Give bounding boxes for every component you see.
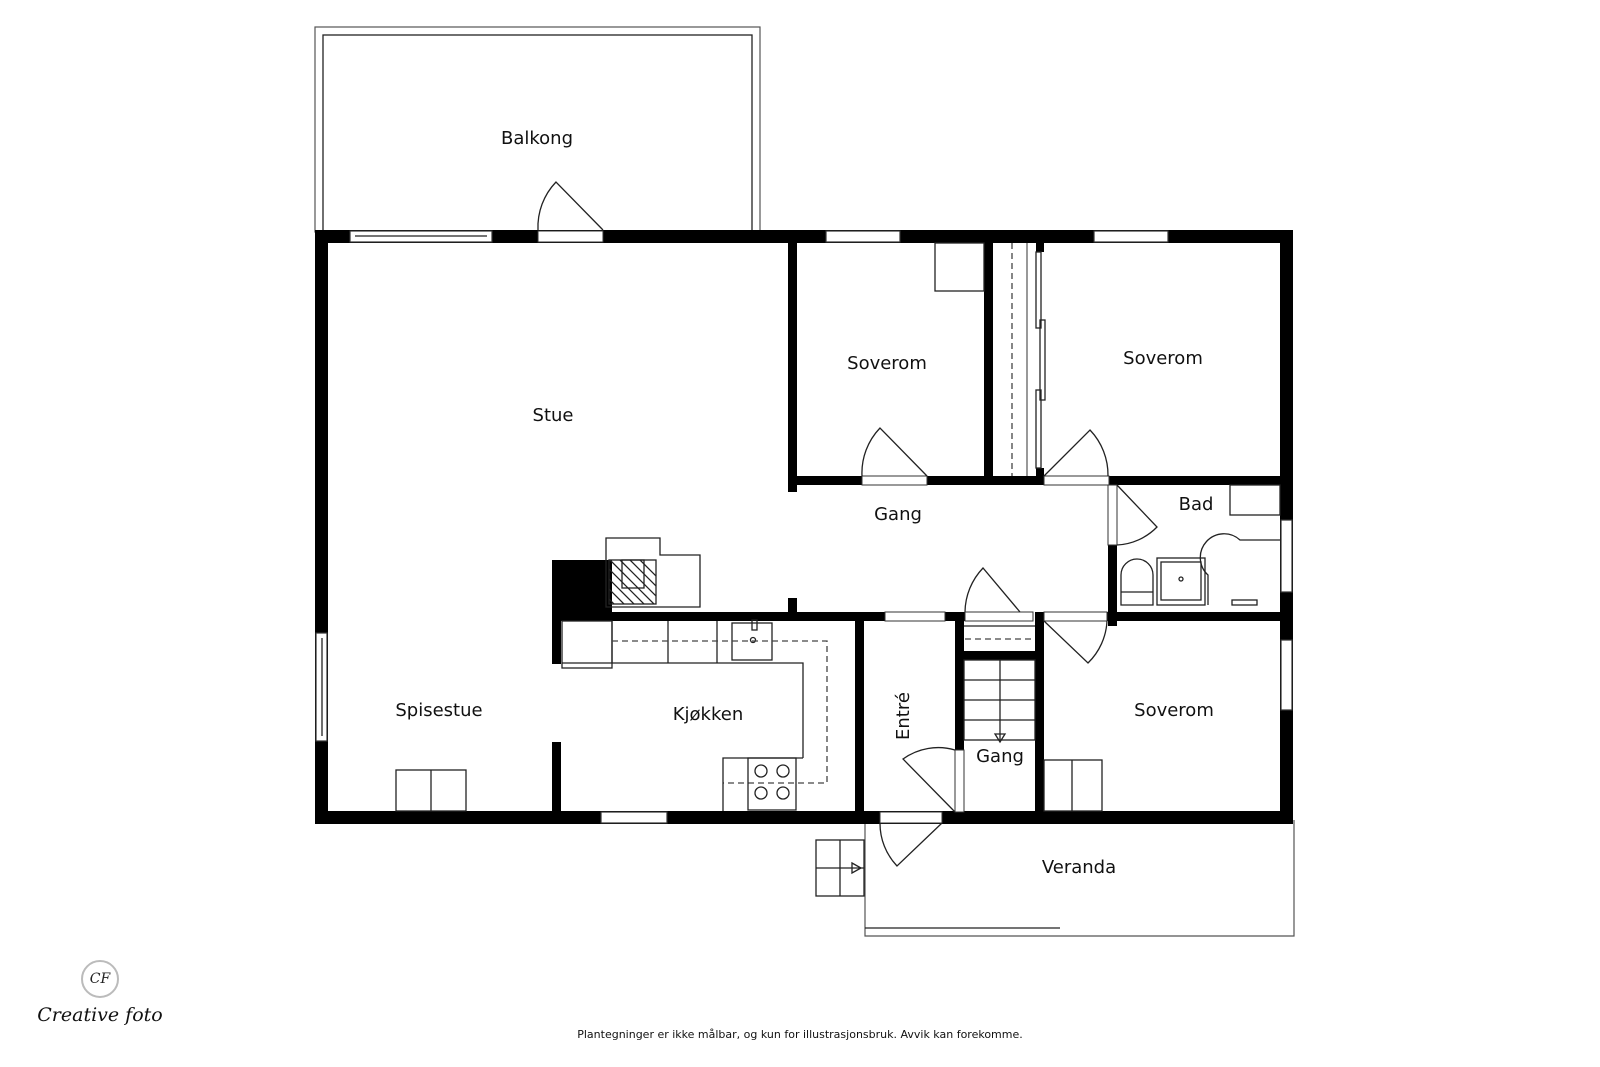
room-label-soverom-2: Soverom (1123, 348, 1203, 369)
room-labels: Balkong Stue Spisestue Kjøkken Soverom S… (395, 128, 1213, 878)
company-logo: CF Creative foto (30, 960, 170, 1026)
interior-walls (552, 230, 1293, 822)
room-label-gang-2: Gang (976, 746, 1024, 767)
room-label-soverom-1: Soverom (847, 353, 927, 374)
outer-walls (315, 230, 1293, 824)
room-label-balkong: Balkong (501, 128, 573, 149)
logo-monogram-icon: CF (81, 960, 119, 998)
room-label-gang-1: Gang (874, 504, 922, 525)
veranda-outline (864, 820, 1295, 937)
room-label-veranda: Veranda (1042, 857, 1116, 878)
room-label-bad: Bad (1179, 494, 1214, 515)
room-label-kjokken: Kjøkken (673, 704, 744, 725)
closet (1011, 243, 1046, 476)
disclaimer-text: Plantegninger er ikke målbar, og kun for… (577, 1028, 1023, 1041)
fixtures (395, 242, 1281, 897)
doors (537, 181, 1158, 867)
logo-text: Creative foto (37, 1004, 163, 1026)
room-label-entre: Entré (893, 692, 914, 740)
room-label-stue: Stue (533, 405, 574, 426)
room-label-soverom-3: Soverom (1134, 700, 1214, 721)
room-label-spisestue: Spisestue (395, 700, 482, 721)
windows (315, 230, 1293, 824)
